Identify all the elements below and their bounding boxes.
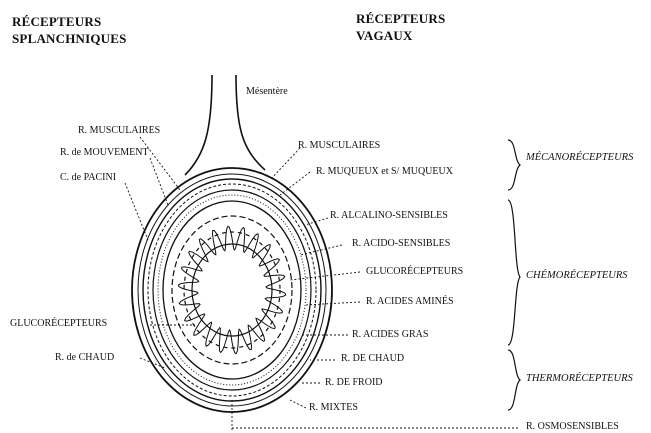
mesentery-label: Mésentère: [246, 86, 288, 98]
left-label-muscular: R. MUSCULAIRES: [78, 125, 160, 137]
category-brackets: [508, 140, 520, 410]
splanchnic-header-line1: RÉCEPTEURS: [12, 13, 127, 30]
left-label-glucoreceptors: GLUCORÉCEPTEURS: [10, 318, 107, 330]
left-label-pacini: C. de PACINI: [60, 172, 116, 184]
category-thermoreceptors: THERMORÉCEPTEURS: [526, 373, 633, 384]
right-label-acid: R. ACIDO-SENSIBLES: [352, 238, 450, 250]
right-label-osmo: R. OSMOSENSIBLES: [526, 421, 619, 433]
right-label-fatty-acids: R. ACIDES GRAS: [352, 329, 428, 341]
category-mechanoreceptors: MÉCANORÉCEPTEURS: [526, 152, 633, 163]
right-label-mixed: R. MIXTES: [309, 402, 358, 414]
splanchnic-receptors-header: RÉCEPTEURS SPLANCHNIQUES: [12, 13, 127, 47]
intestinal-wall: [132, 168, 332, 412]
left-label-movement: R. de MOUVEMENT: [60, 147, 149, 159]
right-label-glucoreceptors: GLUCORÉCEPTEURS: [366, 266, 463, 278]
leader-lines: [125, 137, 520, 432]
vagal-header-line2: VAGAUX: [356, 27, 445, 44]
right-label-cold: R. DE FROID: [325, 377, 383, 389]
left-label-heat: R. de CHAUD: [55, 352, 114, 364]
villi-contour: [178, 226, 285, 353]
right-label-mucous: R. MUQUEUX et S/ MUQUEUX: [316, 166, 453, 178]
right-label-alkaline: R. ALCALINO-SENSIBLES: [330, 210, 448, 222]
category-chemoreceptors: CHÉMORÉCEPTEURS: [526, 270, 628, 281]
vagal-header-line1: RÉCEPTEURS: [356, 10, 445, 27]
splanchnic-header-line2: SPLANCHNIQUES: [12, 30, 127, 47]
vagal-receptors-header: RÉCEPTEURS VAGAUX: [356, 10, 445, 44]
right-label-muscular: R. MUSCULAIRES: [298, 140, 380, 152]
right-label-heat: R. DE CHAUD: [341, 353, 404, 365]
right-label-amino-acids: R. ACIDES AMINÉS: [366, 296, 454, 308]
villi-folds: [178, 226, 285, 353]
